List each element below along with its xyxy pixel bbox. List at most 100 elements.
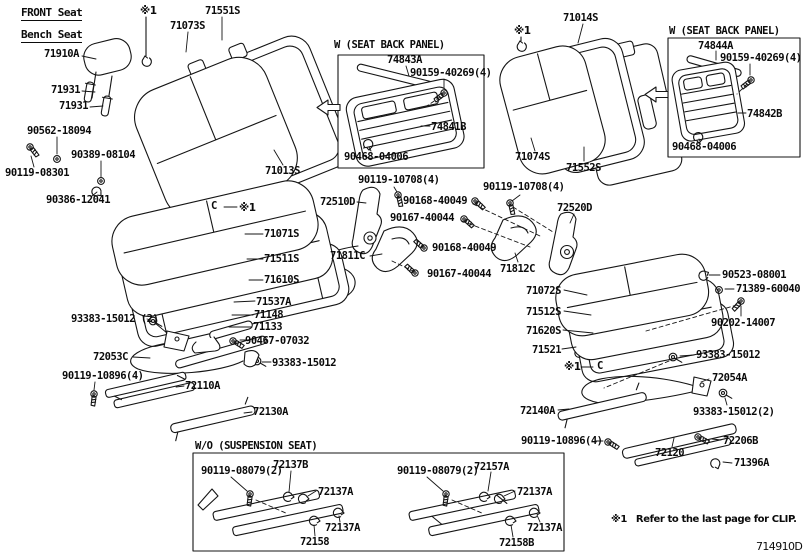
part-label-90468-04006-r: 90468-04006 — [672, 141, 737, 153]
part-label-90167-40044-b: 90167-40044 — [427, 268, 492, 280]
part-label-72157a: 72157A — [474, 461, 509, 473]
part-label-71620s: 71620S — [526, 325, 561, 337]
recliner-shield-inner-right — [490, 215, 537, 262]
part-label-72520d: 72520D — [557, 202, 592, 214]
part-label-71521: 71521 — [532, 344, 562, 356]
clip-note-marker: ※1 — [611, 514, 627, 525]
right-panel-box-title: W (SEAT BACK PANEL) — [669, 25, 780, 37]
seat-back-cushion-right — [499, 45, 606, 175]
seat-track-upper-right — [557, 382, 647, 429]
part-label-71551s: 71551S — [205, 5, 240, 17]
part-label-72110a: 72110A — [185, 380, 220, 392]
header-bench-seat: Bench Seat — [21, 28, 83, 43]
part-label-90119-08301: 90119-08301 — [5, 167, 70, 179]
arrow-left-icon-2 — [644, 86, 669, 103]
part-label-74842b: 74842B — [747, 108, 782, 120]
part-label-90159-40269-r: 90159-40269(4) — [720, 52, 802, 64]
part-label-72158: 72158 — [300, 536, 330, 548]
clip-note: ※1 Refer to the last page for CLIP. — [611, 515, 797, 525]
part-label-93383-15012-r: 93383-15012 — [696, 349, 761, 361]
header-front-seat: FRONT Seat — [21, 6, 83, 21]
arrow-left-icon — [316, 99, 341, 116]
part-label-74844a: 74844A — [698, 40, 733, 52]
part-label-90168-40049-b: 90168-40049 — [432, 242, 497, 254]
seat-cushion-cover-left — [111, 180, 319, 286]
headrest — [83, 38, 132, 76]
part-label-72137a-1: 72137A — [318, 486, 353, 498]
part-label-90159-40269-l: 90159-40269(4) — [410, 67, 492, 79]
part-label-71071s: 71071S — [264, 228, 299, 240]
part-label-72158b: 72158B — [499, 537, 534, 549]
seat-cushion-cover-right — [555, 253, 710, 337]
suspension-box-title: W/O (SUSPENSION SEAT) — [195, 440, 318, 452]
part-label-71552s: 71552S — [566, 162, 601, 174]
clip-note-text: Refer to the last page for CLIP. — [635, 514, 797, 525]
part-label-90386-12041: 90386-12041 — [46, 194, 111, 206]
clip-mark-mid-left: C — [211, 200, 217, 212]
part-label-74841b: 74841B — [431, 121, 466, 133]
part-label-93383-15012-2-r: 93383-15012(2) — [693, 406, 775, 418]
seat-track-upper-left — [104, 371, 196, 409]
part-label-90119-08079-r: 90119-08079(2) — [397, 465, 479, 477]
part-label-71014s: 71014S — [563, 12, 598, 24]
left-panel-box-title: W (SEAT BACK PANEL) — [334, 39, 445, 51]
ref-mark-top-right: ※1 — [514, 25, 531, 37]
part-label-72137b: 72137B — [273, 459, 308, 471]
part-label-90523-08001: 90523-08001 — [722, 269, 787, 281]
seat-track-lower-left — [170, 396, 256, 442]
ref-mark-mid-left: ※1 — [239, 202, 256, 214]
page-code: 714910D — [756, 540, 803, 553]
part-label-71073s: 71073S — [170, 20, 205, 32]
ref-mark-mid-right: ※1 — [564, 361, 581, 373]
part-label-71013s: 71013S — [265, 165, 300, 177]
part-label-72120: 72120 — [655, 447, 685, 459]
part-label-90562-18094: 90562-18094 — [27, 125, 92, 137]
part-label-71931-b: 71931 — [59, 100, 89, 112]
part-label-72137a-2: 72137A — [325, 522, 360, 534]
cushion-cable-right — [581, 375, 699, 405]
cushion-cable-left — [130, 340, 244, 374]
part-label-72054a: 72054A — [712, 372, 747, 384]
part-label-90119-10896-r: 90119-10896(4) — [521, 435, 603, 447]
part-label-71389-60040: 71389-60040 — [736, 283, 801, 295]
part-label-71910a: 71910A — [44, 48, 79, 60]
part-label-90119-10896-l: 90119-10896(4) — [62, 370, 144, 382]
part-label-72137a-4: 72137A — [527, 522, 562, 534]
part-label-72137a-3: 72137A — [517, 486, 552, 498]
part-label-71133: 71133 — [253, 321, 283, 333]
part-label-71811c: 71811C — [330, 250, 365, 262]
seat-track-lower-right — [621, 423, 737, 467]
clip-mark-mid-right: C — [597, 360, 603, 372]
part-label-74843a: 74843A — [387, 54, 422, 66]
part-label-72510d: 72510D — [320, 196, 355, 208]
part-label-90467-07032: 90467-07032 — [245, 335, 310, 347]
part-label-71931-a: 71931 — [51, 84, 81, 96]
part-label-90119-10708-l: 90119-10708(4) — [358, 174, 440, 186]
part-label-90202-14007: 90202-14007 — [711, 317, 776, 329]
suspension-box — [192, 452, 565, 552]
part-label-71072s: 71072S — [526, 285, 561, 297]
part-label-90119-08079-l: 90119-08079(2) — [201, 465, 283, 477]
recliner-shield-inner-left — [371, 226, 418, 273]
part-label-90389-08104: 90389-08104 — [71, 149, 136, 161]
part-label-71610s: 71610S — [264, 274, 299, 286]
part-label-71512s: 71512S — [526, 306, 561, 318]
part-label-90167-40044-a: 90167-40044 — [390, 212, 455, 224]
part-label-72130a: 72130A — [253, 406, 288, 418]
part-label-93383-15012-2-l: 93383-15012 (2) — [71, 313, 159, 325]
part-label-72053c: 72053C — [93, 351, 128, 363]
part-label-72206b: 72206B — [723, 435, 758, 447]
part-label-90468-04006-l: 90468-04006 — [344, 151, 409, 163]
part-label-71812c: 71812C — [500, 263, 535, 275]
part-label-71148: 71148 — [254, 309, 284, 321]
part-label-71396a: 71396A — [734, 457, 769, 469]
part-label-71537a: 71537A — [256, 296, 291, 308]
ref-mark-top-left: ※1 — [140, 5, 157, 17]
part-label-93383-15012-m: 93383-15012 — [272, 357, 337, 369]
part-label-90119-10708-r: 90119-10708(4) — [483, 181, 565, 193]
seat-back-panel-right — [671, 61, 746, 142]
recliner-adjuster-right — [548, 211, 578, 276]
part-label-72140a: 72140A — [520, 405, 555, 417]
